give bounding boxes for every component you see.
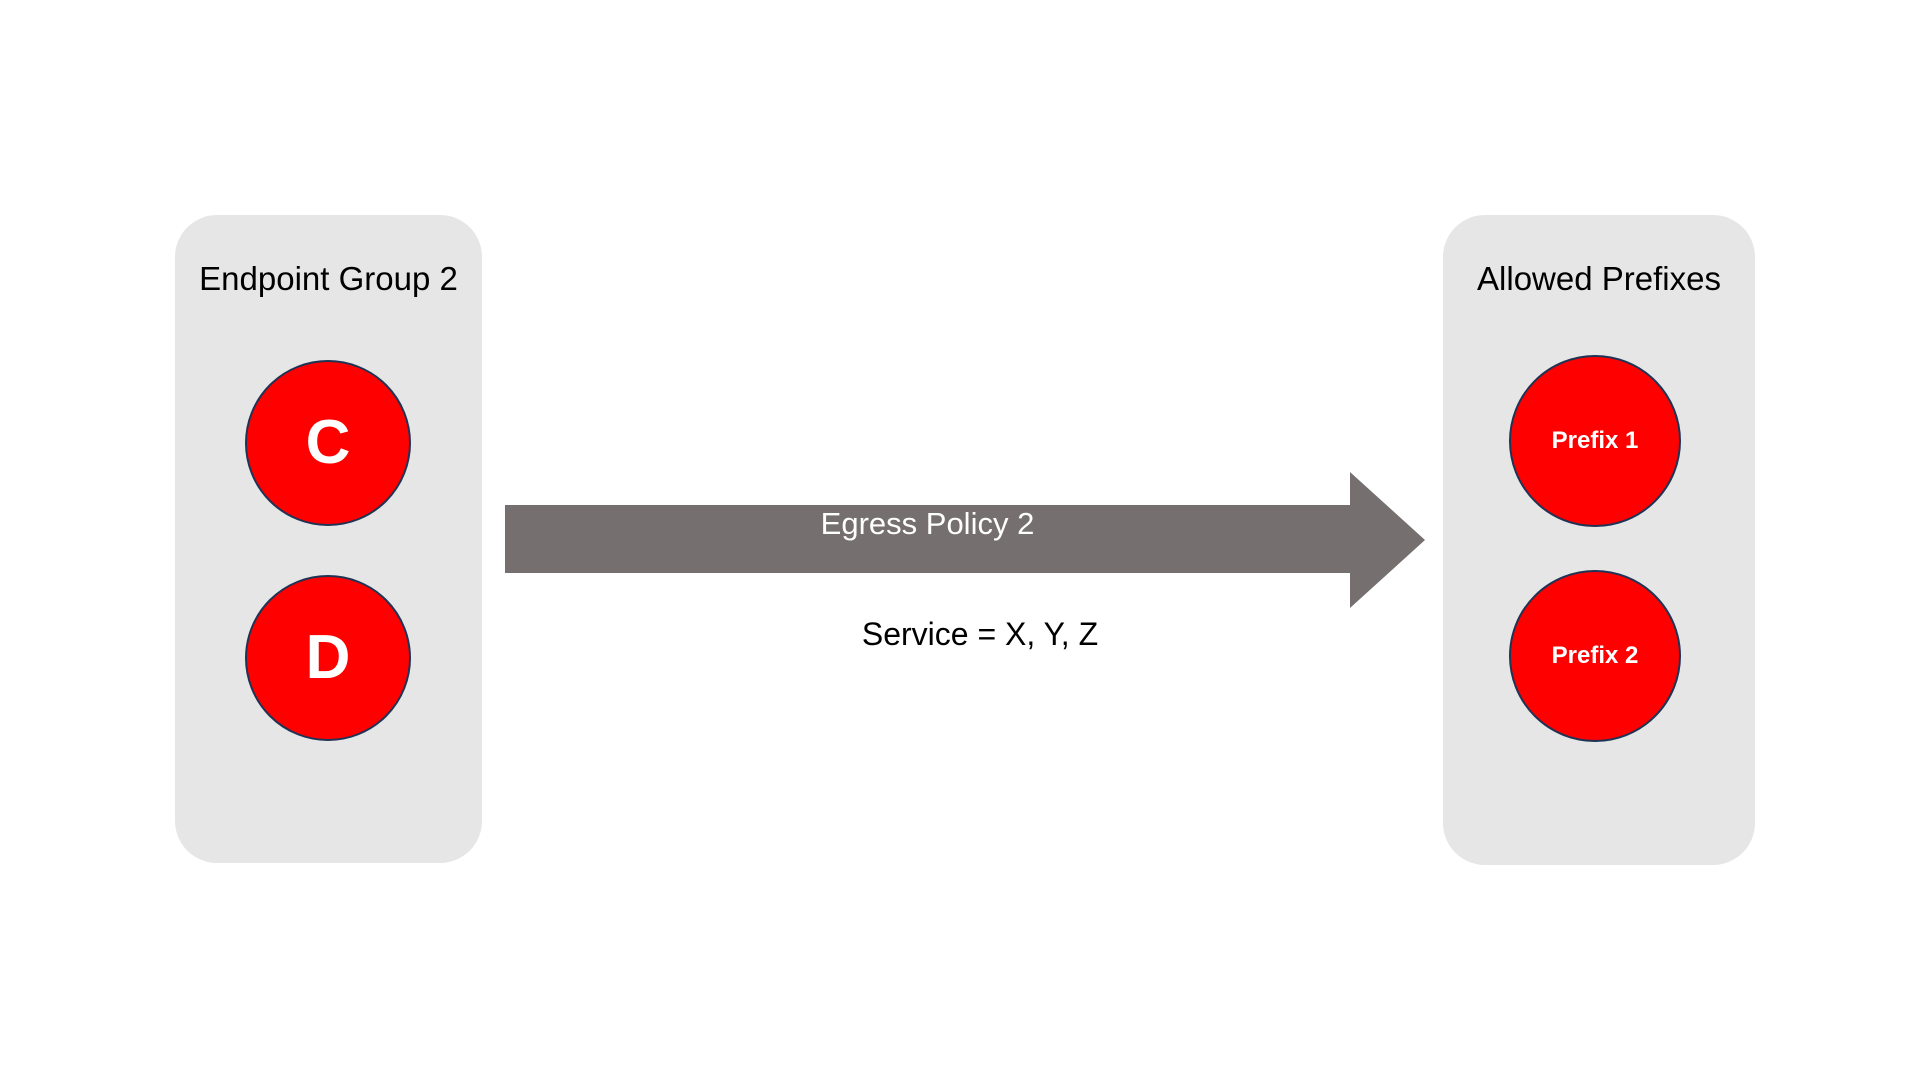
endpoint-group-2-panel[interactable]: Endpoint Group 2 C D — [175, 215, 482, 863]
allowed-prefixes-title: Allowed Prefixes — [1477, 260, 1721, 297]
endpoint-node-d[interactable]: D — [245, 575, 411, 741]
prefix-node-1[interactable]: Prefix 1 — [1509, 355, 1681, 527]
endpoint-node-d-label: D — [305, 623, 351, 692]
egress-policy-arrow[interactable]: Egress Policy 2 — [505, 470, 1425, 612]
right-arrow-icon — [505, 472, 1425, 608]
prefix-node-1-label: Prefix 1 — [1551, 427, 1639, 454]
allowed-prefixes-panel[interactable]: Allowed Prefixes Prefix 1 Prefix 2 — [1443, 215, 1755, 865]
prefix-node-2-label: Prefix 2 — [1551, 642, 1639, 669]
endpoint-node-c-label: C — [305, 408, 351, 477]
prefix-node-2[interactable]: Prefix 2 — [1509, 570, 1681, 742]
endpoint-node-c[interactable]: C — [245, 360, 411, 526]
policy-condition-text: Service = X, Y, Z — [861, 616, 1099, 652]
endpoint-group-2-title: Endpoint Group 2 — [199, 260, 458, 297]
